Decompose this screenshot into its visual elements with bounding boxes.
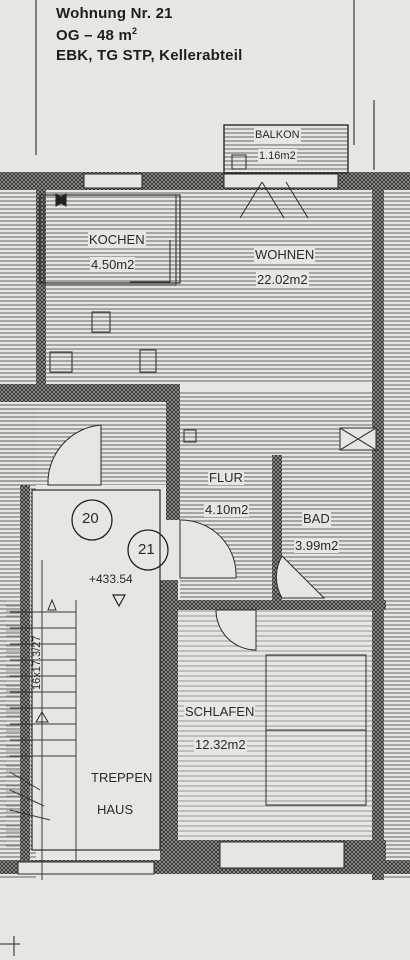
floor-area-sup: 2	[132, 26, 138, 36]
apartment-features: EBK, TG STP, Kellerabteil	[56, 47, 243, 64]
kochen-area: 4.50m2	[90, 257, 136, 272]
header-frame	[35, 0, 375, 170]
staircase	[9, 489, 161, 880]
unit-21-label: 21	[138, 541, 155, 558]
unit-markers	[71, 499, 169, 571]
treppenhaus-line2: HAUS	[96, 802, 135, 817]
balkon-area: 1.16m2	[258, 149, 297, 164]
door-swings	[47, 181, 326, 651]
treppenhaus-line1: TREPPEN	[90, 770, 154, 785]
balkon-name: BALKON	[254, 128, 301, 143]
openings	[17, 173, 345, 875]
bad-name: BAD	[302, 511, 331, 526]
stairs-dimension: 16x17.3/27	[31, 635, 43, 690]
floor-area: OG – 48 m2	[56, 26, 137, 44]
flur-name: FLUR	[208, 470, 244, 485]
schlafen-area: 12.32m2	[194, 737, 247, 752]
schlafen-name: SCHLAFEN	[184, 704, 256, 719]
unit-20-label: 20	[82, 510, 99, 527]
elevation-marker	[111, 594, 127, 608]
bad-area: 3.99m2	[294, 538, 340, 553]
wohnen-name: WOHNEN	[254, 247, 316, 262]
balcony-frame	[223, 124, 349, 174]
flur-area: 4.10m2	[204, 502, 250, 517]
apartment-title: Wohnung Nr. 21	[56, 5, 173, 22]
unit-20-circle	[71, 499, 113, 541]
wohnen-area: 22.02m2	[256, 272, 309, 287]
unit-21-circle	[127, 529, 169, 571]
kochen-name: KOCHEN	[88, 232, 146, 247]
furniture	[43, 154, 377, 806]
elevation-label: +433.54	[89, 572, 133, 586]
corner-symbols	[0, 193, 67, 956]
floor-area-text: OG – 48 m	[56, 27, 133, 44]
elevation-triangle-icon	[111, 594, 127, 608]
